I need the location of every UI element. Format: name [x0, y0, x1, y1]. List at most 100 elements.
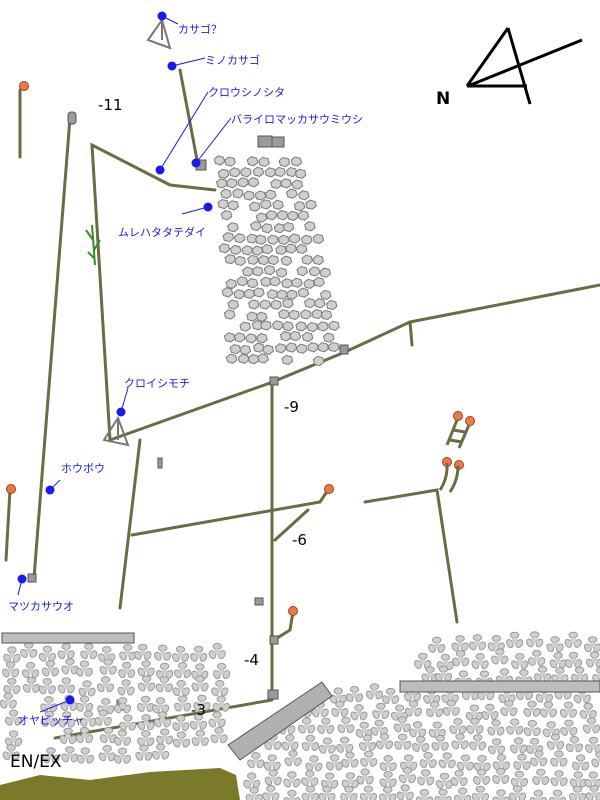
rock — [290, 156, 303, 167]
tetrapod — [41, 660, 60, 677]
tetrapod — [345, 685, 364, 703]
tetrapod — [137, 714, 155, 731]
rock — [227, 222, 239, 233]
tetrapod — [500, 700, 518, 717]
rock — [262, 344, 275, 355]
rock — [237, 353, 250, 364]
guide-ropes — [4, 68, 600, 740]
tetrapod — [243, 772, 261, 789]
species-markers — [17, 11, 232, 713]
rock — [233, 233, 246, 244]
rock — [252, 166, 265, 177]
tetrapod — [118, 661, 136, 679]
rock — [226, 178, 238, 189]
rock — [267, 254, 280, 266]
seawall-diagonal — [227, 681, 333, 761]
rock — [285, 188, 298, 199]
tetrapod — [137, 675, 156, 692]
rock — [220, 188, 232, 199]
rock — [280, 255, 293, 266]
rock — [280, 178, 292, 189]
rock — [297, 210, 310, 221]
tetrapod — [585, 784, 600, 800]
rock — [275, 244, 287, 256]
rock — [293, 200, 306, 212]
tetrapod — [579, 702, 597, 719]
rock — [328, 320, 340, 331]
rock — [221, 287, 234, 298]
rock — [269, 276, 281, 287]
rock — [215, 178, 228, 189]
rock — [228, 167, 241, 178]
label-kasago: カサゴ？ — [178, 23, 222, 36]
rock — [255, 212, 268, 223]
tetrapod — [513, 753, 531, 771]
ladder-icon — [438, 419, 471, 493]
rock — [294, 168, 307, 179]
tetrapod — [281, 734, 299, 751]
compass-icon — [465, 27, 583, 105]
label-kuroisimochi: クロイシモチ — [124, 377, 190, 390]
rock — [300, 234, 313, 245]
rock — [236, 276, 249, 287]
reef-posts — [27, 111, 349, 711]
tetrapod — [471, 785, 490, 800]
tetrapod — [61, 658, 79, 675]
rock — [223, 332, 236, 343]
rock — [248, 201, 261, 212]
buoy-icon — [19, 81, 29, 91]
rock — [320, 309, 333, 321]
tetrapod — [546, 733, 565, 750]
rock — [295, 243, 308, 255]
rock — [270, 178, 282, 190]
tetrapod — [442, 699, 460, 716]
tetrapod — [76, 747, 94, 764]
tetrapod — [58, 711, 76, 728]
buoy-icon — [288, 606, 298, 616]
rock — [229, 343, 242, 355]
rock — [234, 255, 247, 267]
tetrapod — [564, 651, 583, 669]
species-marker — [191, 117, 232, 168]
tetrapod — [412, 735, 430, 752]
rock — [266, 289, 279, 300]
tetrapod — [262, 785, 280, 800]
tetrapod — [113, 729, 132, 746]
tetrapod — [94, 709, 112, 726]
rock — [227, 200, 239, 211]
north-letter: N — [436, 89, 451, 109]
tetrapod — [340, 785, 358, 800]
tetrapod — [506, 631, 524, 648]
tetrapod — [301, 785, 319, 800]
tetrapod — [529, 789, 547, 800]
tetrapod — [171, 645, 190, 663]
tetrapod — [42, 747, 60, 764]
label-murehata: ムレハタタテダイ — [118, 226, 206, 239]
rock — [312, 254, 325, 266]
rock — [233, 289, 246, 300]
tetrapod — [137, 660, 155, 677]
tetrapod — [208, 711, 226, 728]
tetrapod — [356, 768, 374, 785]
rock — [311, 308, 323, 320]
rock — [327, 341, 340, 353]
rock — [264, 167, 277, 178]
rock — [245, 333, 257, 344]
tetrapod — [137, 730, 155, 747]
rock — [295, 343, 308, 354]
tetrapod — [22, 676, 41, 693]
tetrapod — [591, 751, 600, 768]
tetrapod — [283, 771, 301, 788]
tetrapod — [492, 754, 510, 771]
tetrapod — [450, 769, 468, 787]
tetrapod — [80, 643, 98, 660]
tetrapod — [487, 635, 505, 652]
tetrapod — [3, 677, 21, 695]
tetrapod — [337, 716, 355, 734]
tetrapod — [96, 676, 115, 693]
rock — [220, 210, 233, 221]
tetrapod — [530, 750, 548, 767]
depth-3: -3 — [191, 701, 206, 719]
tetrapod — [172, 731, 191, 748]
